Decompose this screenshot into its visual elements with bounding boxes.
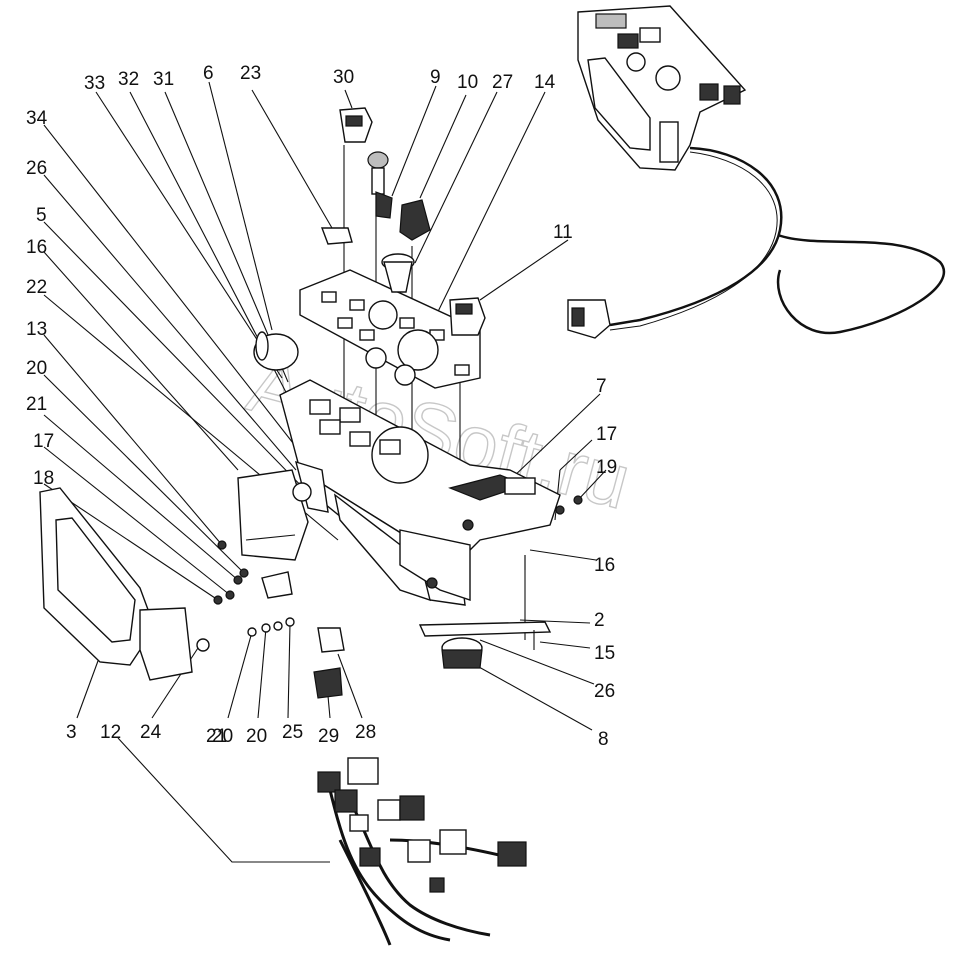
part-10-switch xyxy=(399,199,431,241)
label-15: 15 xyxy=(594,643,615,664)
top-cover-panel xyxy=(299,269,481,389)
part-9-lever xyxy=(367,151,393,219)
part-29-28-fitting xyxy=(313,627,345,699)
callout-labels: 33 32 31 6 23 30 9 10 27 14 34 26 5 16 2… xyxy=(26,63,617,750)
part-13-connector xyxy=(261,571,293,599)
label-9: 9 xyxy=(430,67,441,88)
label-18: 18 xyxy=(33,468,54,489)
label-21-bottom: 21 xyxy=(206,726,227,747)
label-6: 6 xyxy=(203,63,214,84)
label-12: 12 xyxy=(100,722,121,743)
part-30-switch xyxy=(339,107,373,143)
label-27: 27 xyxy=(492,72,513,93)
label-16-left: 16 xyxy=(26,237,47,258)
label-29: 29 xyxy=(318,726,339,747)
label-32: 32 xyxy=(118,69,139,90)
label-7: 7 xyxy=(596,376,607,397)
part-8-base xyxy=(418,621,552,669)
label-3: 3 xyxy=(66,722,77,743)
label-2: 2 xyxy=(594,610,605,631)
label-20-left: 20 xyxy=(26,358,47,379)
label-26-left: 26 xyxy=(26,158,47,179)
part-6-buzzer xyxy=(253,331,299,371)
label-19: 19 xyxy=(596,457,617,478)
console-frame xyxy=(279,379,561,606)
label-14: 14 xyxy=(534,72,556,93)
label-17-left: 17 xyxy=(33,431,54,452)
label-17-right: 17 xyxy=(596,424,617,445)
fasteners xyxy=(196,495,583,652)
part-3-bezel xyxy=(39,487,193,681)
label-13: 13 xyxy=(26,319,47,340)
part-23-pad xyxy=(320,227,353,245)
label-16-right: 16 xyxy=(594,555,615,576)
part-11-switch xyxy=(449,297,486,336)
label-5: 5 xyxy=(36,205,47,226)
label-24: 24 xyxy=(140,722,162,743)
label-22: 22 xyxy=(26,277,47,298)
label-21-left: 21 xyxy=(26,394,47,415)
label-34: 34 xyxy=(26,108,48,129)
label-11: 11 xyxy=(553,222,573,243)
label-10: 10 xyxy=(457,72,478,93)
label-8: 8 xyxy=(598,729,609,750)
label-25: 25 xyxy=(282,722,303,743)
assembled-console-view xyxy=(567,5,946,339)
label-31: 31 xyxy=(153,69,174,90)
part-27-knob xyxy=(381,253,415,293)
label-33: 33 xyxy=(84,73,105,94)
part-5-module xyxy=(237,469,309,561)
label-28: 28 xyxy=(355,722,376,743)
leader-lines xyxy=(43,81,607,863)
label-30: 30 xyxy=(333,67,354,88)
label-20-bottom-a: 20 xyxy=(212,726,233,747)
label-26-right: 26 xyxy=(594,681,615,702)
part-12-harness xyxy=(317,757,527,946)
part-16-bracket xyxy=(292,460,329,513)
label-20-bottom-b: 20 xyxy=(246,726,267,747)
label-23: 23 xyxy=(240,63,261,84)
